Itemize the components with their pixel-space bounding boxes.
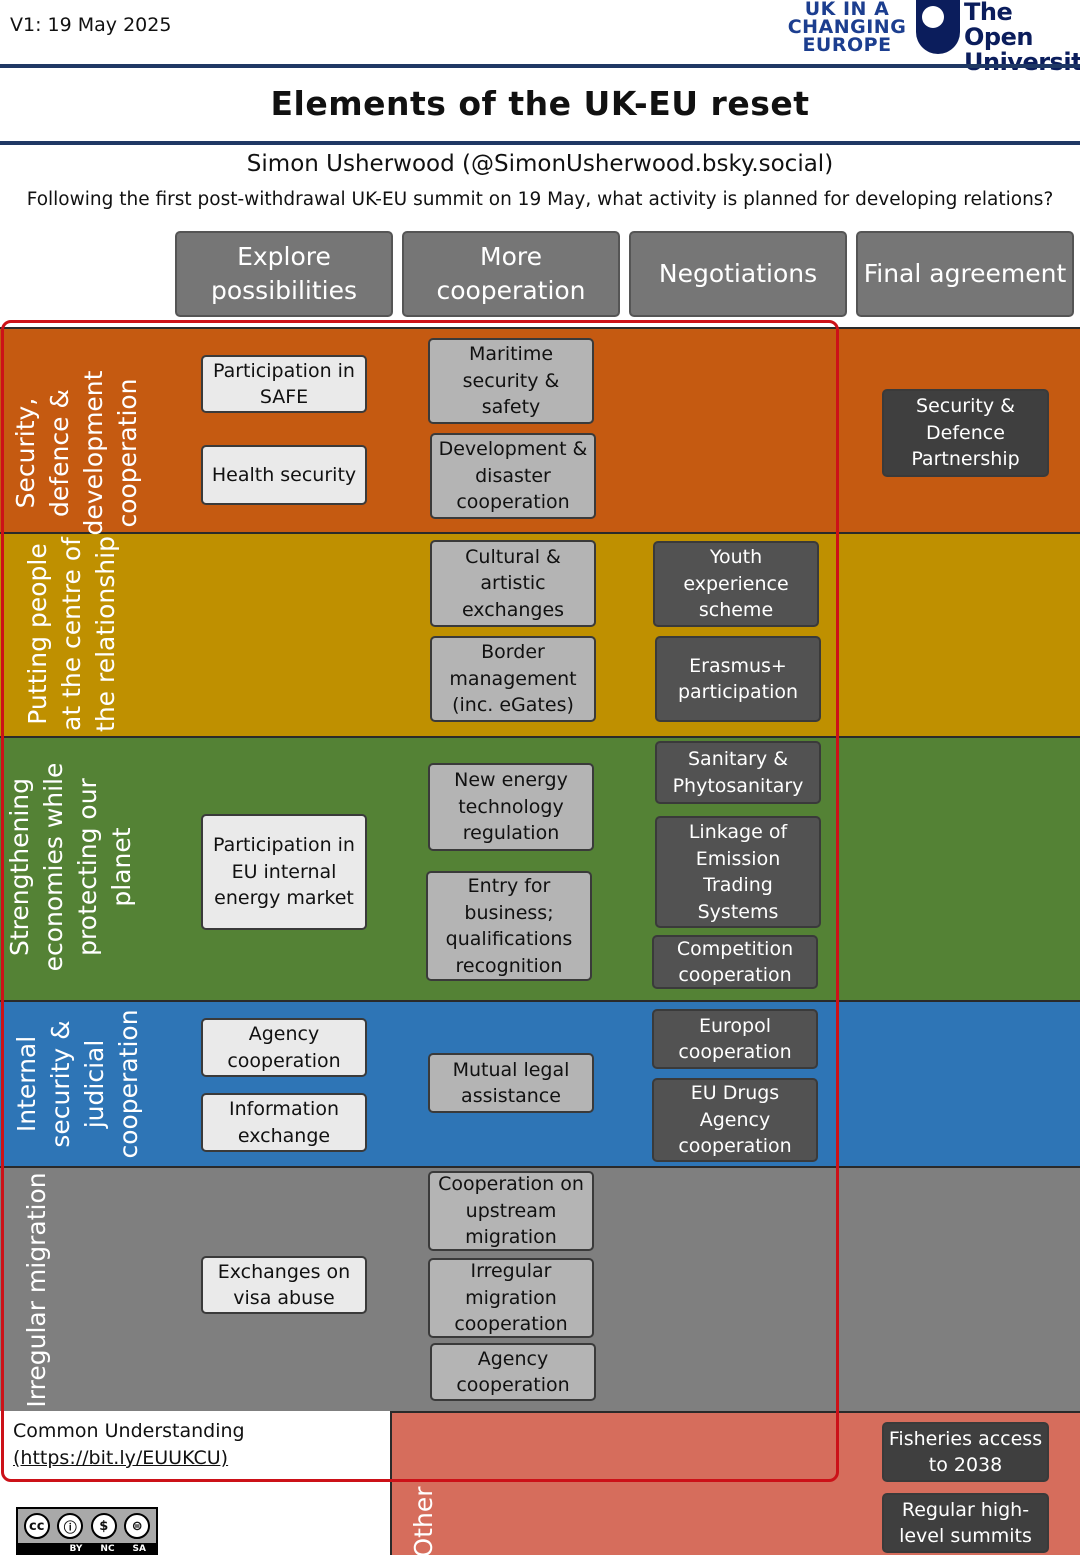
common-understanding-note: Common Understanding (https://bit.ly/EUU…	[13, 1418, 245, 1472]
common-understanding-link[interactable]: (https://bit.ly/EUUKCU)	[13, 1447, 229, 1469]
stage-negotiations: Negotiations	[629, 231, 847, 317]
by-attribution-icon: ⓘ	[57, 1513, 84, 1539]
item-competition-cooperation: Competition cooperation	[652, 935, 818, 989]
item-security-defence-partnership: Security & Defence Partnership	[882, 389, 1049, 477]
ukice-logo: UK IN A CHANGING EUROPE	[786, 0, 908, 56]
ukice-logo-line: EUROPE	[802, 34, 892, 56]
item-irregular-migration-cooperation: Irregular migration cooperation	[428, 1258, 594, 1338]
cc-code: BY	[69, 1544, 83, 1554]
sharealike-icon: ⊜	[124, 1513, 151, 1539]
common-understanding-frame	[1, 320, 839, 1482]
item-visa-abuse: Exchanges on visa abuse	[201, 1256, 367, 1314]
cc-license-icons: cc ⓘ $ ⊜	[20, 1511, 154, 1541]
item-agency-cooperation-internal: Agency cooperation	[201, 1018, 367, 1077]
top-rule	[0, 64, 1080, 68]
ou-logo-line: The Open	[964, 0, 1033, 51]
noncommercial-icon: $	[90, 1513, 117, 1539]
title-rule	[0, 141, 1080, 145]
open-university-logo: The Open University	[964, 0, 1080, 75]
stage-more-cooperation: More cooperation	[402, 231, 620, 317]
item-sanitary-phytosanitary: Sanitary & Phytosanitary	[655, 741, 821, 804]
ukice-logo-line: UK IN A	[804, 0, 890, 20]
cc-code: NC	[100, 1544, 115, 1554]
ukice-logo-line: CHANGING	[787, 16, 907, 38]
common-understanding-label: Common Understanding	[13, 1420, 245, 1442]
item-youth-experience: Youth experience scheme	[653, 541, 819, 627]
item-mutual-legal-assistance: Mutual legal assistance	[428, 1053, 594, 1113]
band-label-other: Other	[409, 1486, 438, 1558]
item-erasmus: Erasmus+ participation	[655, 636, 821, 722]
item-health-security: Health security	[201, 445, 367, 505]
open-university-dot-icon	[922, 6, 944, 28]
subtitle: Following the first post-withdrawal UK-E…	[26, 189, 1054, 210]
item-maritime-security: Maritime security & safety	[428, 338, 594, 424]
page-title: Elements of the UK-EU reset	[270, 84, 810, 123]
item-emission-trading: Linkage of Emission Trading Systems	[655, 816, 821, 928]
item-border-management: Border management (inc. eGates)	[430, 636, 596, 722]
cc-license-codes: BY NC SA	[16, 1543, 158, 1555]
item-upstream-migration: Cooperation on upstream migration	[428, 1171, 594, 1251]
item-development-disaster: Development & disaster cooperation	[430, 433, 596, 519]
cc-icon: cc	[23, 1513, 50, 1539]
stage-final-agreement: Final agreement	[856, 231, 1074, 317]
item-high-level-summits: Regular high-level summits	[882, 1493, 1049, 1553]
item-agency-cooperation-migration: Agency cooperation	[430, 1343, 596, 1401]
item-entry-business: Entry for business; qualifications recog…	[426, 871, 592, 981]
author-line: Simon Usherwood (@SimonUsherwood.bsky.so…	[246, 151, 834, 177]
item-fisheries-access: Fisheries access to 2038	[882, 1422, 1049, 1482]
item-cultural-exchanges: Cultural & artistic exchanges	[430, 540, 596, 627]
item-information-exchange: Information exchange	[201, 1093, 367, 1152]
cc-code: SA	[132, 1544, 146, 1554]
item-participation-safe: Participation in SAFE	[201, 355, 367, 413]
version-label: V1: 19 May 2025	[10, 14, 172, 36]
ou-logo-line: University	[964, 48, 1080, 76]
item-europol: Europol cooperation	[652, 1009, 818, 1069]
stage-explore: Explore possibilities	[175, 231, 393, 317]
item-energy-technology: New energy technology regulation	[428, 763, 594, 851]
item-eu-drugs-agency: EU Drugs Agency cooperation	[652, 1078, 818, 1162]
item-energy-market: Participation in EU internal energy mark…	[201, 814, 367, 930]
